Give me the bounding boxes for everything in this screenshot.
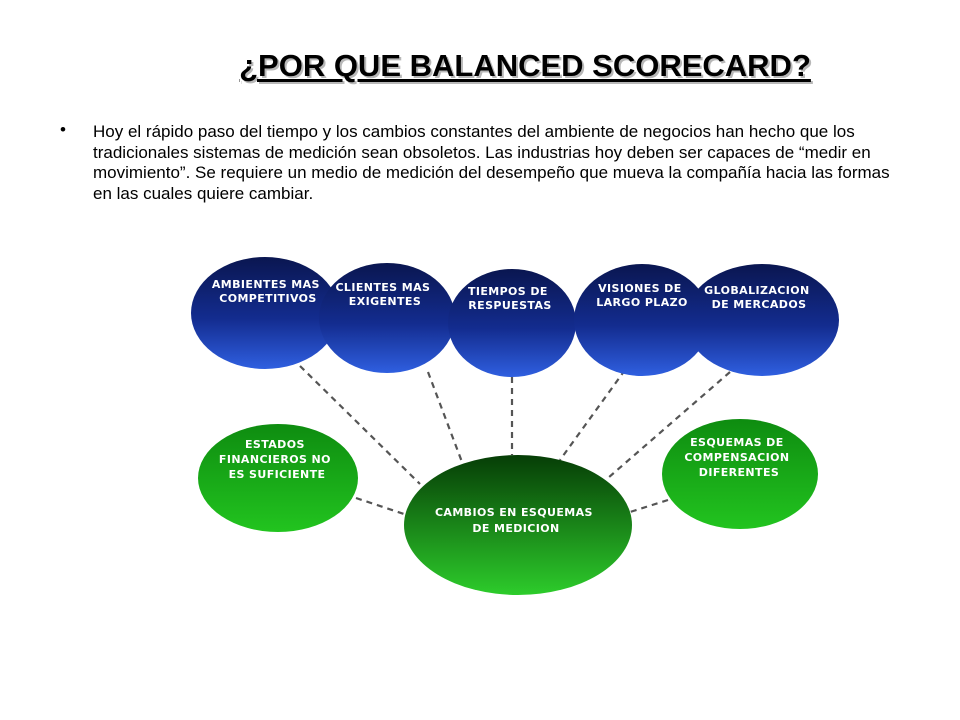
- node-cambios-label-1: CAMBIOS EN ESQUEMAS: [435, 506, 593, 519]
- node-ambientes-label-2: COMPETITIVOS: [219, 292, 317, 305]
- node-globalizacion: GLOBALIZACION DE MERCADOS: [685, 264, 839, 376]
- svg-text:TIEMPOS DE RESPUESTAS: TIEMPOS DE RESPUESTAS: [468, 285, 552, 312]
- node-cambios-label-2: DE MEDICION: [472, 522, 559, 535]
- node-cambios: CAMBIOS EN ESQUEMAS DE MEDICION: [404, 455, 632, 595]
- connector-visiones: [559, 369, 626, 461]
- node-esquemas: ESQUEMAS DE COMPENSACION DIFERENTES: [662, 419, 818, 529]
- body-paragraph: Hoy el rápido paso del tiempo y los camb…: [93, 122, 890, 203]
- svg-text:AMBIENTES MAS COMPETIT: AMBIENTES MAS COMPETITIVOS: [212, 278, 324, 305]
- node-estados-label-1: ESTADOS: [245, 438, 305, 451]
- node-tiempos: TIEMPOS DE RESPUESTAS: [448, 269, 576, 377]
- node-tiempos-shape: [448, 269, 576, 377]
- node-estados-shape: [198, 424, 358, 532]
- node-estados: ESTADOS FINANCIEROS NO ES SUFICIENTE: [198, 424, 358, 532]
- node-esquemas-label-3: DIFERENTES: [699, 466, 779, 479]
- svg-text:ESTADOS FINANCIEROS NO: ESTADOS FINANCIEROS NO ES SUFICIENTE: [219, 438, 335, 481]
- node-ambientes-label-1: AMBIENTES MAS: [212, 278, 320, 291]
- connector-esquemas: [629, 498, 669, 514]
- node-visiones-label-2: LARGO PLAZO: [596, 296, 688, 309]
- node-ambientes: AMBIENTES MAS COMPETITIVOS: [191, 257, 339, 369]
- node-estados-label-3: ES SUFICIENTE: [229, 468, 326, 481]
- slide-title: ¿POR QUE BALANCED SCORECARD?: [239, 48, 811, 83]
- connectors: [299, 365, 731, 518]
- node-cambios-shape: [404, 455, 632, 595]
- node-tiempos-label-1: TIEMPOS DE: [468, 285, 548, 298]
- connector-clientes: [426, 371, 464, 463]
- node-clientes-shape: [319, 263, 455, 373]
- node-globalizacion-label-1: GLOBALIZACION: [704, 284, 809, 297]
- node-clientes: CLIENTES MAS EXIGENTES: [319, 263, 455, 373]
- node-esquemas-shape: [662, 419, 818, 529]
- svg-text:GLOBALIZACION DE MERCA: GLOBALIZACION DE MERCADOS: [704, 284, 814, 311]
- node-globalizacion-shape: [685, 264, 839, 376]
- svg-text:ESQUEMAS DE COMPENSACI: ESQUEMAS DE COMPENSACION DIFERENTES: [684, 436, 793, 479]
- node-ambientes-shape: [191, 257, 339, 369]
- node-visiones-shape: [574, 264, 710, 376]
- svg-text:VISIONES DE LARGO PLAZ: VISIONES DE LARGO PLAZO: [596, 282, 688, 309]
- node-visiones: VISIONES DE LARGO PLAZO: [574, 264, 710, 376]
- node-clientes-label-2: EXIGENTES: [349, 295, 421, 308]
- node-visiones-label-1: VISIONES DE: [598, 282, 682, 295]
- node-tiempos-label-2: RESPUESTAS: [468, 299, 551, 312]
- node-esquemas-label-1: ESQUEMAS DE: [690, 436, 784, 449]
- connector-globalizacion: [607, 371, 731, 479]
- node-clientes-label-1: CLIENTES MAS: [335, 281, 430, 294]
- node-globalizacion-label-2: DE MERCADOS: [712, 298, 807, 311]
- svg-text:CAMBIOS EN ESQUEMAS DE: CAMBIOS EN ESQUEMAS DE MEDICION: [435, 506, 597, 535]
- connector-estados: [355, 496, 411, 518]
- bullet-marker: •: [60, 120, 66, 139]
- node-esquemas-label-2: COMPENSACION: [684, 451, 789, 464]
- svg-text:CLIENTES MAS EXIGENTES: CLIENTES MAS EXIGENTES: [335, 281, 434, 308]
- node-estados-label-2: FINANCIEROS NO: [219, 453, 331, 466]
